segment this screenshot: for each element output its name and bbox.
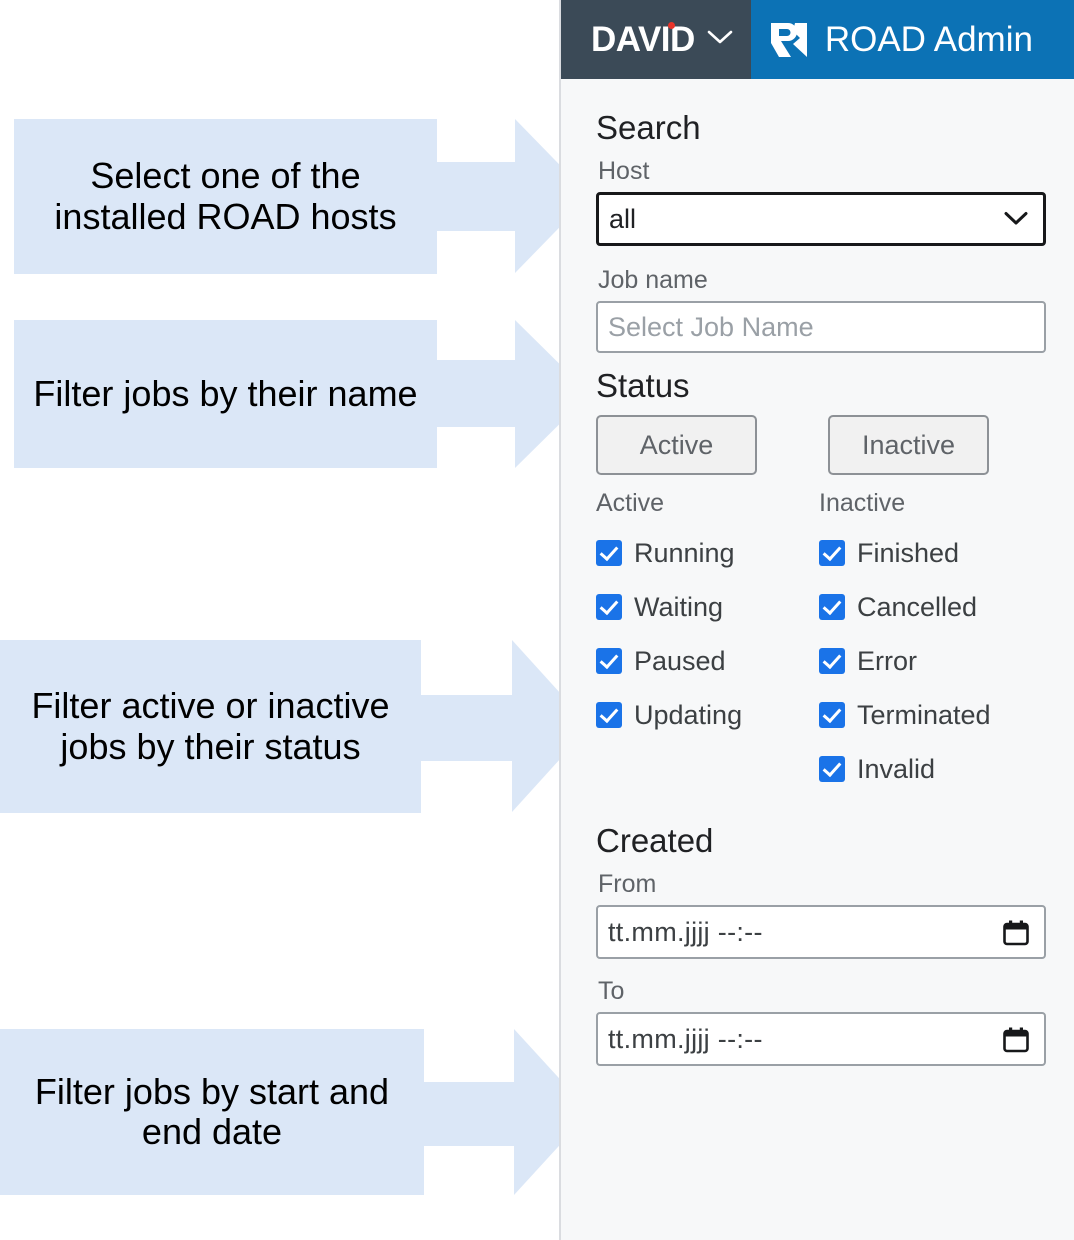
created-from-label: From bbox=[598, 870, 657, 898]
checkbox-row-running[interactable]: Running bbox=[596, 526, 819, 580]
checkbox-paused[interactable] bbox=[596, 648, 622, 674]
chevron-down-icon[interactable] bbox=[707, 29, 733, 50]
calendar-icon[interactable] bbox=[1002, 919, 1030, 952]
annotation-text-date: Filter jobs by start and end date bbox=[0, 1029, 424, 1195]
status-filter-buttons: Active Inactive bbox=[596, 415, 1042, 475]
brand-accent-dot bbox=[667, 21, 675, 29]
checkbox-invalid[interactable] bbox=[819, 756, 845, 782]
checkbox-row-error[interactable]: Error bbox=[819, 634, 1042, 688]
created-to-label: To bbox=[598, 977, 625, 1005]
road-logo-icon bbox=[767, 18, 811, 62]
status-section-title: Status bbox=[596, 367, 690, 404]
host-select[interactable]: all bbox=[596, 192, 1046, 246]
status-column-inactive: Inactive Finished Cancelled Error Termin… bbox=[819, 489, 1042, 796]
status-column-active: Active Running Waiting Paused Updating bbox=[596, 489, 819, 796]
checkbox-error[interactable] bbox=[819, 648, 845, 674]
active-column-heading: Active bbox=[596, 489, 665, 517]
checkbox-row-waiting[interactable]: Waiting bbox=[596, 580, 819, 634]
created-to-value: tt.mm.jjjj --:-- bbox=[608, 1023, 763, 1054]
annotation-callout-host: Select one of the installed ROAD hosts bbox=[14, 119, 590, 274]
annotation-callout-jobname: Filter jobs by their name bbox=[14, 320, 590, 468]
checkbox-row-cancelled[interactable]: Cancelled bbox=[819, 580, 1042, 634]
checkbox-label-waiting: Waiting bbox=[634, 591, 724, 622]
host-select-wrap: all bbox=[596, 192, 1046, 246]
checkbox-running[interactable] bbox=[596, 540, 622, 566]
annotation-callout-date: Filter jobs by start and end date bbox=[0, 1029, 590, 1195]
created-from-value: tt.mm.jjjj --:-- bbox=[608, 916, 763, 947]
job-name-label: Job name bbox=[598, 266, 708, 294]
app-header: DAVID ROAD Admin bbox=[561, 0, 1074, 79]
checkbox-label-finished: Finished bbox=[857, 537, 960, 568]
checkbox-label-updating: Updating bbox=[634, 699, 743, 730]
status-checkbox-columns: Active Running Waiting Paused Updating bbox=[596, 489, 1042, 796]
checkbox-row-updating[interactable]: Updating bbox=[596, 688, 819, 742]
active-filter-button[interactable]: Active bbox=[596, 415, 757, 475]
brand-wordmark-text: DAVID bbox=[591, 19, 695, 59]
checkbox-updating[interactable] bbox=[596, 702, 622, 728]
annotation-callout-status: Filter active or inactive jobs by their … bbox=[0, 640, 590, 813]
annotation-text-status: Filter active or inactive jobs by their … bbox=[0, 640, 421, 813]
search-filter-panel: DAVID ROAD Admin Search Host bbox=[559, 0, 1074, 1240]
checkbox-label-error: Error bbox=[857, 645, 917, 676]
checkbox-label-terminated: Terminated bbox=[857, 699, 991, 730]
checkbox-cancelled[interactable] bbox=[819, 594, 845, 620]
calendar-icon[interactable] bbox=[1002, 1026, 1030, 1059]
checkbox-terminated[interactable] bbox=[819, 702, 845, 728]
inactive-column-heading: Inactive bbox=[819, 489, 906, 517]
inactive-filter-button[interactable]: Inactive bbox=[828, 415, 989, 475]
host-label: Host bbox=[598, 157, 650, 185]
checkbox-row-finished[interactable]: Finished bbox=[819, 526, 1042, 580]
created-to-input[interactable]: tt.mm.jjjj --:-- bbox=[596, 1012, 1046, 1066]
checkbox-row-terminated[interactable]: Terminated bbox=[819, 688, 1042, 742]
checkbox-label-paused: Paused bbox=[634, 645, 726, 676]
checkbox-finished[interactable] bbox=[819, 540, 845, 566]
job-name-input[interactable] bbox=[596, 301, 1046, 353]
checkbox-waiting[interactable] bbox=[596, 594, 622, 620]
checkbox-label-invalid: Invalid bbox=[857, 753, 936, 784]
app-title-area: ROAD Admin bbox=[750, 0, 1074, 79]
checkbox-row-invalid[interactable]: Invalid bbox=[819, 742, 1042, 796]
checkbox-label-running: Running bbox=[634, 537, 735, 568]
created-from-input[interactable]: tt.mm.jjjj --:-- bbox=[596, 905, 1046, 959]
panel-body: Search Host all Job name Status Active I… bbox=[561, 79, 1074, 1066]
brand-wordmark: DAVID bbox=[591, 20, 695, 60]
checkbox-row-paused[interactable]: Paused bbox=[596, 634, 819, 688]
page-title: ROAD Admin bbox=[824, 19, 1033, 59]
annotation-text-host: Select one of the installed ROAD hosts bbox=[14, 119, 437, 274]
created-section-title: Created bbox=[596, 822, 714, 859]
annotation-text-jobname: Filter jobs by their name bbox=[14, 320, 437, 468]
checkbox-label-cancelled: Cancelled bbox=[857, 591, 978, 622]
brand-menu[interactable]: DAVID bbox=[561, 0, 751, 79]
search-section-title: Search bbox=[596, 109, 701, 146]
